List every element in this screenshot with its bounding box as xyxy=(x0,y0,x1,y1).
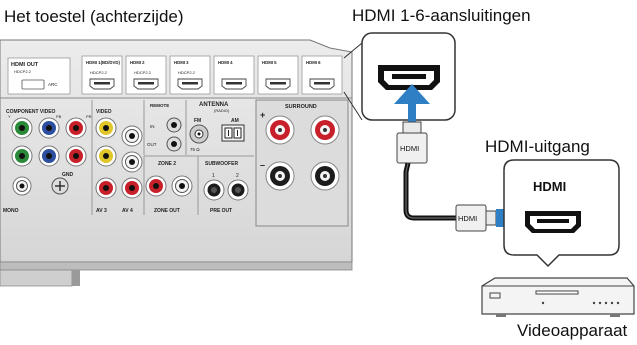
video-label: VIDEO xyxy=(96,109,112,115)
component-video-section: COMPONENT VIDEO Y PB PR GND xyxy=(3,109,92,214)
video-av-section: VIDEO AV 3 AV 4 xyxy=(91,100,143,215)
component-jack-pr2 xyxy=(65,145,87,167)
speaker-terminal-plus-right xyxy=(310,115,340,145)
device-name: Videoapparaat xyxy=(517,321,628,340)
ohm-label: 75 Ω xyxy=(190,147,200,152)
hdmi-inputs-title: HDMI 1-6-aansluitingen xyxy=(352,6,531,25)
video-player-icon xyxy=(481,277,635,317)
hdcp-label: HDCP2.2 xyxy=(178,70,196,75)
hdmi-out-port xyxy=(21,79,45,90)
hdmi-out-section: HDMI OUT HDCP2.2 ARC xyxy=(7,57,71,95)
hdmi-output-callout: HDMI xyxy=(503,159,620,268)
hdmi-input-callout xyxy=(343,32,456,121)
av3-jack-red xyxy=(95,177,117,199)
hdmi-port-label: HDMI 3 xyxy=(174,60,189,65)
hdcp-label: HDCP2.2 xyxy=(90,70,108,75)
hdmi-port-label: HDMI 6 xyxy=(306,60,321,65)
component-jack-pb2 xyxy=(38,145,60,167)
hdmi-port-icon xyxy=(525,211,581,233)
av4-jack-white-2 xyxy=(121,151,143,173)
fm-antenna-jack xyxy=(189,124,209,144)
hdmi-output-title: HDMI-uitgang xyxy=(485,137,590,156)
remote-out-jack xyxy=(166,136,182,152)
component-jack-pr xyxy=(65,117,87,139)
speaker-terminal-minus-right xyxy=(310,161,340,191)
hdmi-input-port-4: HDMI 4 xyxy=(213,55,255,95)
remote-section: REMOTE IN OUT xyxy=(143,100,182,155)
sub-number-2: 2 xyxy=(236,173,239,179)
component-jack-y xyxy=(11,117,33,139)
component-letter-pr: PR xyxy=(86,114,92,119)
subwoofer-label: SUBWOOFER xyxy=(205,161,238,167)
zone2-label: ZONE 2 xyxy=(158,161,176,167)
remote-in-label: IN xyxy=(150,124,155,129)
cable-plug-label-top: HDMI xyxy=(400,144,419,153)
remote-label: REMOTE xyxy=(150,103,169,108)
receiver-title: Het toestel (achterzijde) xyxy=(4,7,184,26)
gnd-terminal xyxy=(51,177,69,195)
hdmi-input-port-6: HDMI 6 xyxy=(301,55,343,95)
av4-jack-white-1 xyxy=(121,125,143,147)
hdmi-input-port-2: HDMI 2 HDCP2.2 xyxy=(125,55,167,95)
plus-sign: + xyxy=(260,110,265,120)
hdmi-port-label: HDMI 5 xyxy=(262,60,277,65)
radio-label: (RADIO) xyxy=(214,108,230,113)
zone2-subwoofer-section: ZONE 2 SUBWOOFER 1 2 ZONE OUT PRE OUT xyxy=(143,155,254,215)
hdmi-port-icon xyxy=(378,65,440,90)
cable-plug-label-side: HDMI xyxy=(458,214,477,223)
hdmi-input-port-5: HDMI 5 xyxy=(257,55,299,95)
hdmi-input-port-1: HDMI 1(BD/DVD) HDCP2.2 xyxy=(81,55,123,95)
remote-in-jack xyxy=(166,117,182,133)
remote-out-label: OUT xyxy=(147,142,157,147)
hdmi-port-label: HDMI 1(BD/DVD) xyxy=(86,60,120,65)
subwoofer-jack-2 xyxy=(227,179,249,201)
hdmi-out-sub-label: HDCP2.2 xyxy=(14,69,32,74)
minus-sign: – xyxy=(260,160,265,170)
hdmi-port-label: HDMI 2 xyxy=(130,60,145,65)
hdmi-out-label: HDMI OUT xyxy=(11,62,39,68)
component-jack-pb xyxy=(38,117,60,139)
zone2-jack-right xyxy=(171,175,193,197)
arc-label: ARC xyxy=(48,82,58,87)
arrow-up-icon xyxy=(394,84,430,122)
am-label: AM xyxy=(231,118,239,124)
surround-terminals: SURROUND + – xyxy=(255,99,349,227)
hdcp-label: HDCP2.2 xyxy=(134,70,152,75)
zone-out-label: ZONE OUT xyxy=(154,208,180,214)
hdmi-port-label: HDMI 4 xyxy=(218,60,233,65)
av4-label: AV 4 xyxy=(122,208,133,214)
mono-label: MONO xyxy=(3,208,19,214)
mono-audio-jack xyxy=(12,176,32,196)
component-jack-y2 xyxy=(11,145,33,167)
component-letter-pb: PB xyxy=(56,114,62,119)
av4-jack-red xyxy=(121,177,143,199)
antenna-label: ANTENNA xyxy=(199,102,229,108)
subwoofer-jack-1 xyxy=(203,179,225,201)
antenna-section: ANTENNA (RADIO) FM AM 75 Ω xyxy=(185,100,245,155)
gnd-label: GND xyxy=(62,172,74,178)
component-letter-y: Y xyxy=(8,114,11,119)
am-antenna-terminal xyxy=(221,124,245,142)
device-port-label: HDMI xyxy=(533,179,566,194)
zone2-jack-left xyxy=(145,175,167,197)
hdmi-cable: HDMI HDMI xyxy=(396,121,497,232)
speaker-terminal-plus-left xyxy=(265,115,295,145)
component-video-label: COMPONENT VIDEO xyxy=(6,109,56,115)
hdmi-input-port-3: HDMI 3 HDCP2.2 xyxy=(169,55,211,95)
surround-label: SURROUND xyxy=(285,104,317,110)
fm-label: FM xyxy=(194,118,201,124)
video-jack-yellow-1 xyxy=(95,117,117,139)
pre-out-label: PRE OUT xyxy=(210,208,232,214)
sub-number-1: 1 xyxy=(212,173,215,179)
video-jack-yellow-2 xyxy=(95,145,117,167)
receiver-foot xyxy=(0,269,73,287)
av3-label: AV 3 xyxy=(96,208,107,214)
speaker-terminal-minus-left xyxy=(265,161,295,191)
